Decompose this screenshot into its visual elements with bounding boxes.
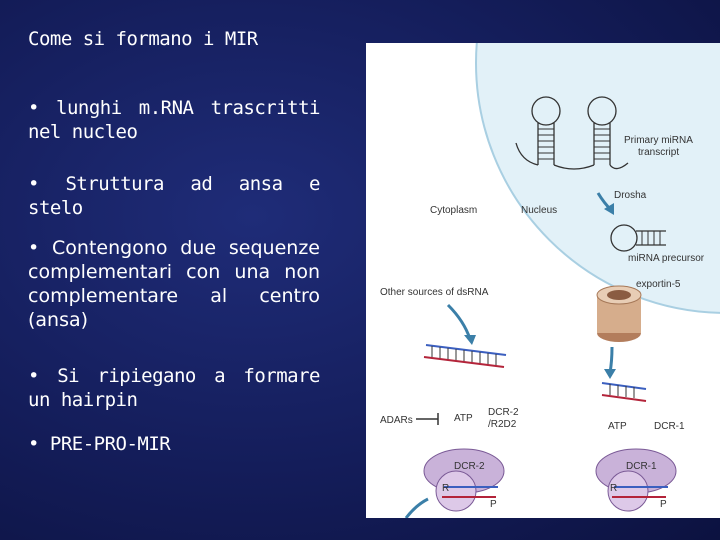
exportin-label: exportin-5 bbox=[636, 279, 681, 290]
drosha-arrowhead bbox=[604, 203, 614, 215]
exportin-5-icon bbox=[596, 285, 642, 342]
bullet-item: • Contengono due sequenze complementari … bbox=[28, 237, 320, 331]
p-left-label: P bbox=[490, 499, 497, 510]
bullet-item: • lunghi m.RNA trascritti nel nucleo bbox=[28, 97, 321, 143]
other-sources-label: Other sources of dsRNA bbox=[380, 287, 489, 298]
mirna-biogenesis-figure: Primary miRNA transcript Cytoplasm Nucle… bbox=[366, 43, 720, 518]
mirna-precursor-label: miRNA precursor bbox=[628, 253, 705, 264]
r2d2-label: /R2D2 bbox=[488, 419, 517, 430]
bullet-item: • Si ripiegano a formare un hairpin bbox=[28, 365, 321, 411]
nucleus-label: Nucleus bbox=[521, 205, 557, 216]
dcr1-complex-icon bbox=[595, 448, 677, 512]
dcr1-bottom-label: DCR-1 bbox=[626, 461, 657, 472]
atp-left-label: ATP bbox=[454, 413, 473, 424]
bullet-item: • PRE-PRO-MIR bbox=[28, 433, 171, 455]
dsrna-arrowhead bbox=[464, 335, 476, 345]
cytoplasm-label: Cytoplasm bbox=[430, 205, 477, 216]
atp-right-label: ATP bbox=[608, 421, 627, 432]
adars-label: ADARs bbox=[380, 415, 413, 426]
primary-mirna-label: Primary miRNA bbox=[624, 135, 693, 146]
slide-title: Come si formano i MIR bbox=[28, 28, 258, 50]
dsrna-icon bbox=[423, 344, 507, 368]
figure-svg: Primary miRNA transcript Cytoplasm Nucle… bbox=[380, 43, 720, 518]
r-right-label: R bbox=[610, 483, 617, 494]
p-right-label: P bbox=[660, 499, 667, 510]
bottom-arrow bbox=[404, 497, 429, 518]
pre-mirna-duplex-icon bbox=[601, 382, 647, 402]
dcr2-bottom-label: DCR-2 bbox=[454, 461, 485, 472]
dcr1-label: DCR-1 bbox=[654, 421, 685, 432]
dcr2-complex-icon bbox=[423, 448, 505, 512]
bullet-item: • Struttura ad ansa e stelo bbox=[28, 173, 321, 219]
dcr2-label: DCR-2 bbox=[488, 407, 519, 418]
r-left-label: R bbox=[442, 483, 449, 494]
dsrna-arrow bbox=[446, 303, 472, 340]
nucleus-shape bbox=[475, 43, 720, 314]
transcript-label: transcript bbox=[638, 147, 679, 158]
export-arrowhead bbox=[604, 369, 616, 379]
drosha-label: Drosha bbox=[614, 190, 647, 201]
mirna-precursor-icon bbox=[610, 224, 666, 252]
primary-mirna-icon bbox=[515, 96, 629, 170]
